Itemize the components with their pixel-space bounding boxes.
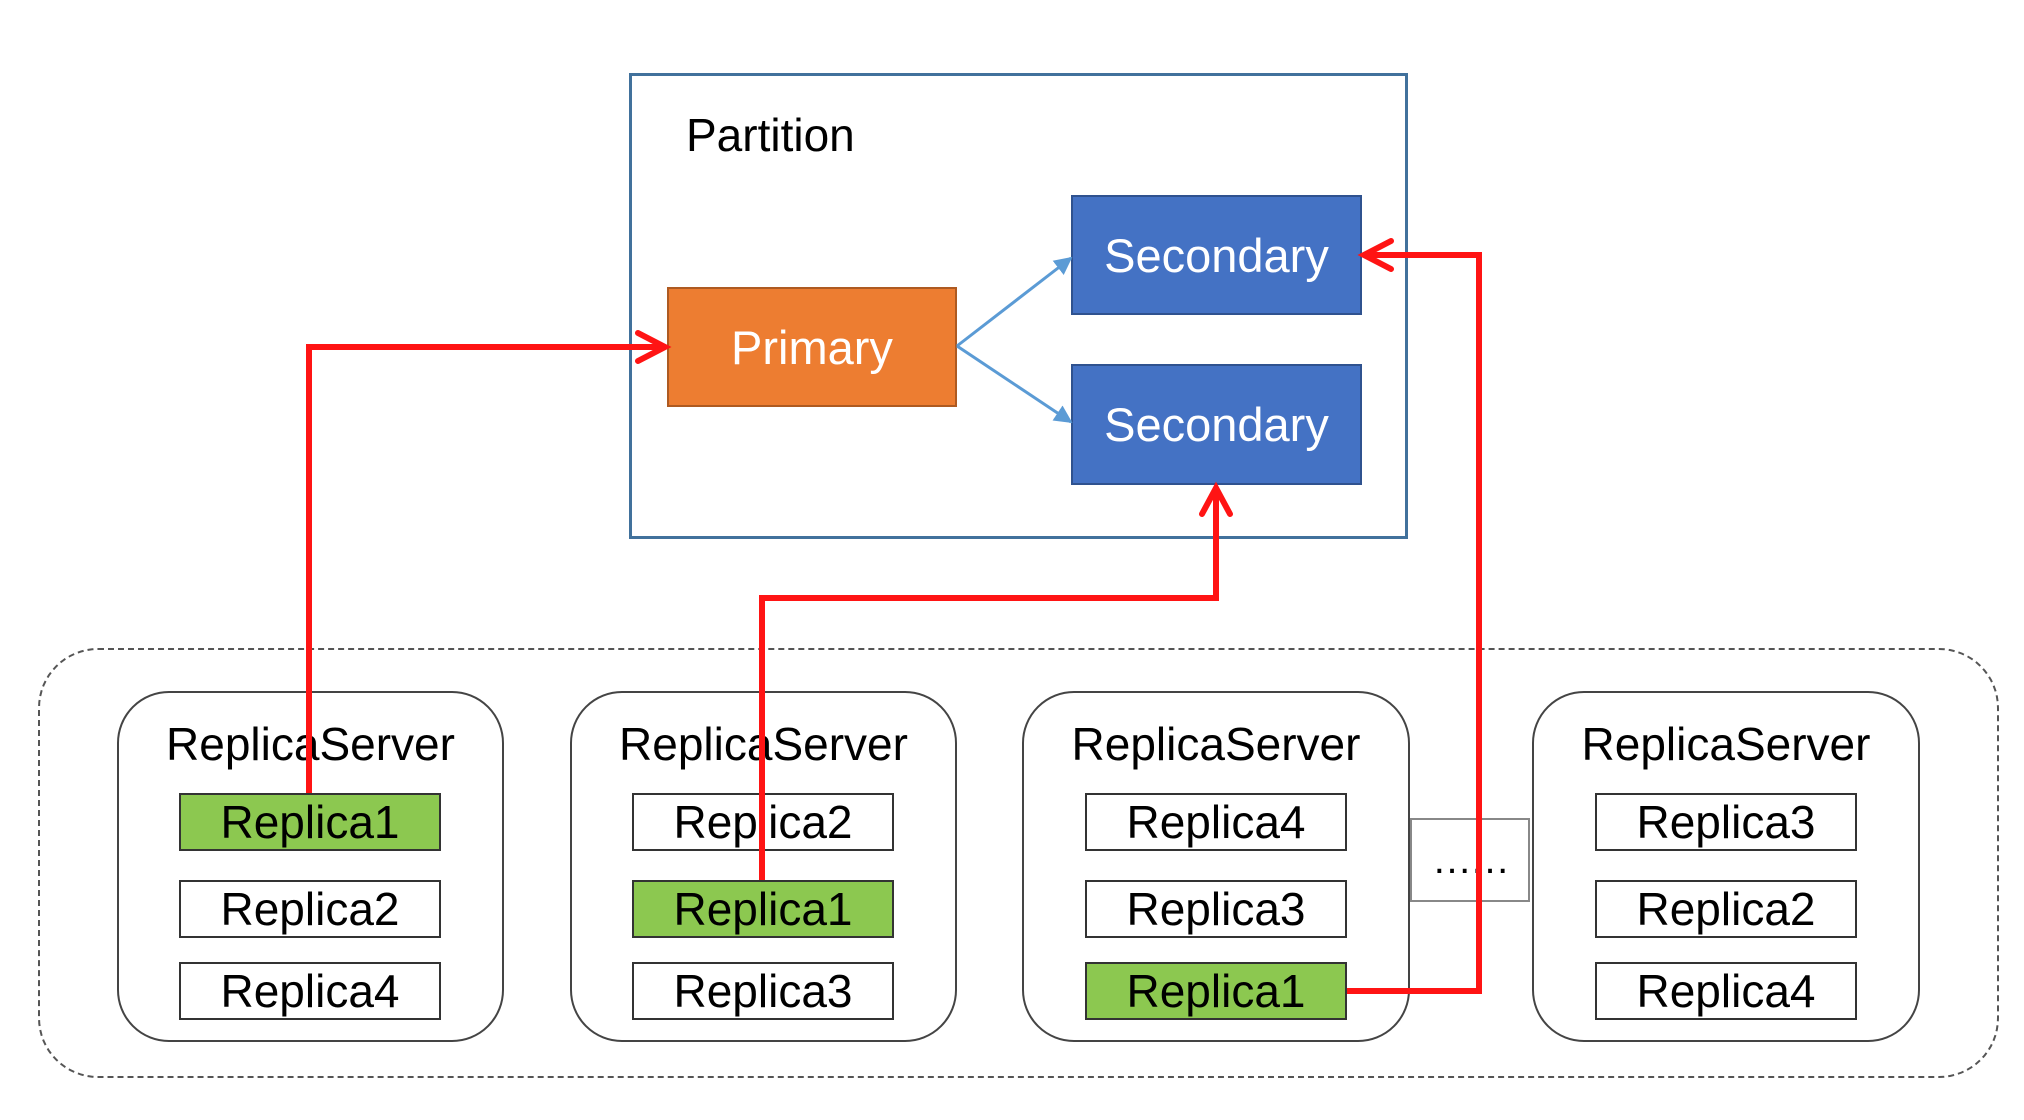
- replica-item: Replica1: [1085, 962, 1347, 1020]
- replica-item: Replica1: [179, 793, 441, 851]
- arrowhead-primary: [635, 330, 672, 364]
- replica-item: Replica3: [1085, 880, 1347, 938]
- replica-item: Replica4: [179, 962, 441, 1020]
- replication-arrow-bottom: [956, 344, 1073, 424]
- arrowhead-secondary-bottom: [1199, 481, 1233, 517]
- replica-item: Replica2: [179, 880, 441, 938]
- partition-title: Partition: [686, 109, 855, 161]
- replica-item: Replica1: [632, 880, 894, 938]
- link-replica1-to-secondary-top: [1347, 252, 1482, 994]
- replica-item: Replica2: [1595, 880, 1857, 938]
- primary-node: Primary: [667, 287, 957, 407]
- replica-server-title: ReplicaServer: [1581, 718, 1871, 770]
- secondary-node-bottom: Secondary: [1071, 364, 1362, 485]
- replica-item: Replica4: [1085, 793, 1347, 851]
- replica-server-title: ReplicaServer: [1071, 718, 1361, 770]
- replica-item: Replica3: [1595, 793, 1857, 851]
- more-servers-ellipsis: ……: [1410, 818, 1530, 902]
- replica-item: Replica4: [1595, 962, 1857, 1020]
- arrowhead-secondary-top: [1357, 238, 1394, 272]
- replica-item: Replica3: [632, 962, 894, 1020]
- link-replica1-to-primary: [306, 344, 665, 793]
- link-replica1-to-secondary-bottom: [759, 488, 1219, 880]
- secondary-node-top: Secondary: [1071, 195, 1362, 315]
- replica-server-cluster: [38, 648, 1999, 1078]
- replication-arrow-top: [956, 256, 1073, 348]
